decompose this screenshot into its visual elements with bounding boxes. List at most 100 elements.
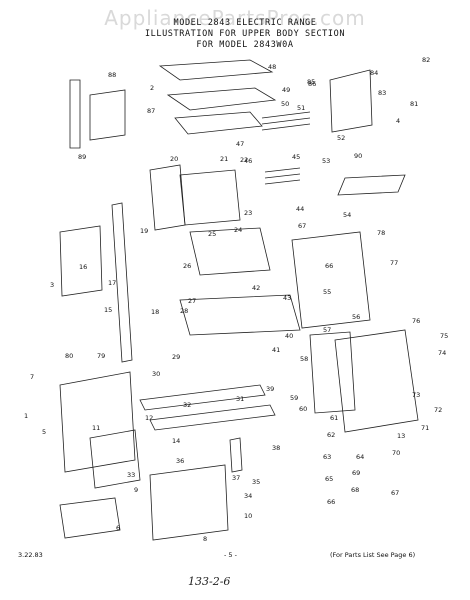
callout-63: 63 <box>323 453 331 461</box>
callout-78: 78 <box>377 229 385 237</box>
drawing-lines <box>59 59 419 541</box>
left-side-panel-shape <box>59 225 103 297</box>
title-line-3: FOR MODEL 2843W0A <box>196 40 294 50</box>
callout-33: 33 <box>127 471 135 479</box>
callout-45: 45 <box>292 153 300 161</box>
callout-56: 56 <box>352 313 360 321</box>
callout-70: 70 <box>392 449 400 457</box>
watermark: AppliancePartsPros.com <box>104 6 366 30</box>
callout-83: 83 <box>378 89 386 97</box>
callout-84: 84 <box>370 69 378 77</box>
callout-67: 67 <box>298 222 306 230</box>
callout-15: 15 <box>104 306 112 314</box>
callout-48: 48 <box>268 63 276 71</box>
callout-11: 11 <box>92 424 100 432</box>
callout-35: 35 <box>252 478 260 486</box>
callout-38: 38 <box>272 444 280 452</box>
callout-60: 60 <box>299 405 307 413</box>
lower-coils-shape <box>264 167 301 185</box>
callout-8: 8 <box>203 535 207 543</box>
callout-67: 67 <box>391 489 399 497</box>
callout-68: 68 <box>351 486 359 494</box>
callout-62: 62 <box>327 431 335 439</box>
callout-26: 26 <box>183 262 191 270</box>
callout-80: 80 <box>65 352 73 360</box>
callout-3: 3 <box>50 281 54 289</box>
callout-74: 74 <box>438 349 446 357</box>
callout-57: 57 <box>323 326 331 334</box>
callout-23: 23 <box>244 209 252 217</box>
callout-34: 34 <box>244 492 252 500</box>
callout-49: 49 <box>282 86 290 94</box>
callout-51: 51 <box>297 104 305 112</box>
callout-58: 58 <box>300 355 308 363</box>
callout-32: 32 <box>183 401 191 409</box>
callout-66: 66 <box>325 262 333 270</box>
callout-30: 30 <box>152 370 160 378</box>
callout-76: 76 <box>412 317 420 325</box>
callout-6: 6 <box>116 524 120 532</box>
callout-85: 85 <box>307 78 315 86</box>
door-outer-shape <box>334 329 419 433</box>
callout-29: 29 <box>172 353 180 361</box>
top-panel-shape <box>158 59 274 81</box>
callout-37: 37 <box>232 474 240 482</box>
callout-87: 87 <box>147 107 155 115</box>
title-line-2: ILLUSTRATION FOR UPPER BODY SECTION <box>144 29 346 39</box>
heat-deflector-shape <box>166 87 277 111</box>
door-glass-shape <box>291 231 371 329</box>
callout-89: 89 <box>78 153 86 161</box>
callout-21: 21 <box>220 155 228 163</box>
callout-72: 72 <box>434 406 442 414</box>
callout-44: 44 <box>296 205 304 213</box>
handwritten-code: 133-2-6 <box>188 575 231 588</box>
callout-41: 41 <box>272 346 280 354</box>
callout-88: 88 <box>108 71 116 79</box>
drawer-front-shape <box>139 384 266 411</box>
callout-7: 7 <box>30 373 34 381</box>
callout-12: 12 <box>145 414 153 422</box>
callout-46: 46 <box>244 157 252 165</box>
callout-50: 50 <box>281 100 289 108</box>
callout-90: 90 <box>354 152 362 160</box>
broiler-pan-shape <box>89 429 141 489</box>
callout-47: 47 <box>236 140 244 148</box>
callout-73: 73 <box>412 391 420 399</box>
callout-52: 52 <box>337 134 345 142</box>
callout-81: 81 <box>410 100 418 108</box>
callout-25: 25 <box>208 230 216 238</box>
base-shape <box>59 497 121 539</box>
callout-1: 1 <box>24 412 28 420</box>
callout-14: 14 <box>172 437 180 445</box>
door-panel-shape <box>309 331 356 414</box>
callout-16: 16 <box>79 263 87 271</box>
title-line-1: MODEL 2843 ELECTRIC RANGE <box>173 18 317 28</box>
callout-86: 86 <box>308 80 316 88</box>
callout-40: 40 <box>285 332 293 340</box>
callout-18: 18 <box>151 308 159 316</box>
footer-date: 3.22.83 <box>18 551 43 559</box>
callout-77: 77 <box>390 259 398 267</box>
callout-75: 75 <box>440 332 448 340</box>
callout-20: 20 <box>170 155 178 163</box>
callout-66: 66 <box>327 498 335 506</box>
callout-53: 53 <box>322 157 330 165</box>
footer-page: - 5 - <box>224 551 237 559</box>
oven-liner-shape <box>189 227 271 276</box>
callout-22: 22 <box>240 156 248 164</box>
oven-bottom-shape <box>179 294 301 336</box>
callout-71: 71 <box>421 424 429 432</box>
callout-65: 65 <box>325 475 333 483</box>
footer-note: (For Parts List See Page 6) <box>330 551 416 559</box>
callout-64: 64 <box>356 453 364 461</box>
drip-pan-shape <box>337 174 406 196</box>
callout-31: 31 <box>236 395 244 403</box>
callout-19: 19 <box>140 227 148 235</box>
callout-13: 13 <box>397 432 405 440</box>
callout-39: 39 <box>266 385 274 393</box>
side-trim-shape <box>69 79 81 149</box>
callout-5: 5 <box>42 428 46 436</box>
callout-24: 24 <box>234 226 242 234</box>
